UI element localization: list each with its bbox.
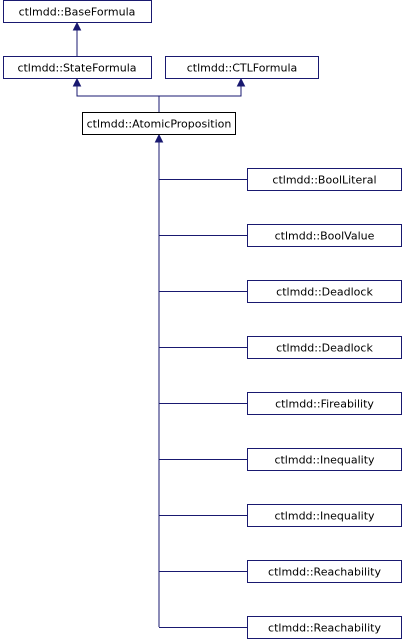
node-label: ctlmdd::BaseFormula <box>19 6 136 19</box>
node-child-2[interactable]: ctlmdd::BoolValue <box>247 224 402 247</box>
node-label: ctlmdd::CTLFormula <box>187 62 298 75</box>
node-child-5[interactable]: ctlmdd::Fireability <box>247 392 402 415</box>
node-base-formula[interactable]: ctlmdd::BaseFormula <box>3 0 152 23</box>
node-ctl-formula[interactable]: ctlmdd::CTLFormula <box>165 56 319 79</box>
node-label: ctlmdd::Reachability <box>268 622 381 635</box>
node-atomic-proposition[interactable]: ctlmdd::AtomicProposition <box>82 112 236 135</box>
node-label: ctlmdd::BoolValue <box>275 230 375 243</box>
child-edges <box>159 179 248 628</box>
node-child-8[interactable]: ctlmdd::Reachability <box>247 560 402 583</box>
node-label: ctlmdd::StateFormula <box>17 62 136 75</box>
node-state-formula[interactable]: ctlmdd::StateFormula <box>3 56 152 79</box>
inheritance-edges <box>72 21 248 628</box>
node-child-4[interactable]: ctlmdd::Deadlock <box>247 336 402 359</box>
child-nodes: ctlmdd::BoolLiteralctlmdd::BoolValuectlm… <box>247 168 402 639</box>
node-child-7[interactable]: ctlmdd::Inequality <box>247 504 402 527</box>
arrowhead-ctl <box>236 77 246 87</box>
node-child-6[interactable]: ctlmdd::Inequality <box>247 448 402 471</box>
node-label: ctlmdd::BoolLiteral <box>272 174 376 187</box>
node-child-3[interactable]: ctlmdd::Deadlock <box>247 280 402 303</box>
arrowhead-atomic <box>154 133 164 143</box>
node-child-9[interactable]: ctlmdd::Reachability <box>247 616 402 639</box>
node-label: ctlmdd::AtomicProposition <box>87 118 232 131</box>
node-label: ctlmdd::Deadlock <box>276 342 373 355</box>
arrowhead-state <box>72 77 82 87</box>
edge-atomic-to-state <box>76 83 160 112</box>
arrowhead-base <box>72 21 82 31</box>
edge-atomic-to-ctl <box>159 83 242 97</box>
node-label: ctlmdd::Fireability <box>275 398 374 411</box>
node-label: ctlmdd::Inequality <box>274 454 375 467</box>
node-label: ctlmdd::Inequality <box>274 510 375 523</box>
node-label: ctlmdd::Deadlock <box>276 286 373 299</box>
node-label: ctlmdd::Reachability <box>268 566 381 579</box>
node-child-1[interactable]: ctlmdd::BoolLiteral <box>247 168 402 191</box>
